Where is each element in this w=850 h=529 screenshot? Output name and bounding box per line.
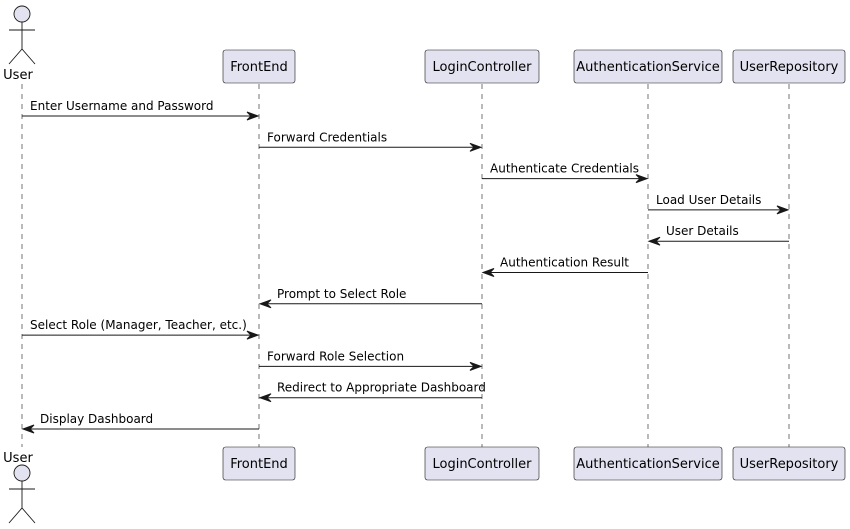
arrowhead-icon [21,424,35,434]
participants-bottom: User FrontEnd LoginController Authenticatio… [3,446,846,524]
message-10: Redirect to Appropriate Dashboard [258,381,486,403]
participant-userrepo-top: UserRepository [732,49,846,84]
participant-label: FrontEnd [230,60,288,75]
participant-userrepo-bottom: UserRepository [732,446,846,481]
actor-leg-left [8,48,23,65]
message-label: Redirect to Appropriate Dashboard [277,381,486,395]
message-label: User Details [666,224,739,238]
actor-leg-right [21,507,36,524]
actor-label: User [3,68,33,83]
participant-box [732,49,846,84]
participant-frontend-top: FrontEnd [222,49,296,84]
participant-label: AuthenticationService [576,60,719,75]
message-9: Forward Role Selection [259,349,483,371]
actor-user-top: User [3,5,36,83]
message-5: User Details [647,224,789,246]
arrowhead-icon [776,205,790,215]
participant-label: LoginController [432,457,532,472]
message-3: Authenticate Credentials [482,162,649,184]
participant-box [732,446,846,481]
participants-top: User FrontEnd LoginController Authenticatio… [3,5,846,84]
participant-box [573,446,723,481]
message-label: Prompt to Select Role [277,287,406,301]
arrowhead-icon [481,268,495,277]
participant-frontend-bottom: FrontEnd [222,446,296,481]
message-label: Select Role (Manager, Teacher, etc.) [30,318,247,332]
actor-label: User [3,451,33,466]
arrowhead-icon [647,236,661,246]
participant-box [424,446,540,481]
message-label: Enter Username and Password [30,99,213,113]
arrowhead-icon [635,174,649,184]
arrowhead-icon [469,361,483,371]
arrowhead-icon [469,142,483,152]
arrowhead-icon [258,393,272,403]
actor-head-icon [13,5,31,23]
message-label: Authentication Result [500,256,629,270]
message-4: Load User Details [648,193,790,215]
message-label: Display Dashboard [40,412,153,426]
actor-leg-right [21,48,36,65]
arrowhead-icon [246,330,260,340]
participant-authservice-top: AuthenticationService [573,49,723,84]
arrowhead-icon [246,111,260,121]
message-1: Enter Username and Password [22,99,260,121]
message-7: Prompt to Select Role [258,287,482,309]
message-6: Authentication Result [481,256,648,277]
message-label: Load User Details [656,193,761,207]
actor-head-icon [13,464,31,482]
participant-label: AuthenticationService [576,457,719,472]
message-11: Display Dashboard [21,412,259,434]
message-label: Forward Credentials [267,130,387,144]
message-2: Forward Credentials [259,130,483,152]
participant-authservice-bottom: AuthenticationService [573,446,723,481]
message-label: Authenticate Credentials [490,162,639,176]
participant-box [222,446,296,481]
participant-logincontroller-top: LoginController [424,49,540,84]
participant-label: UserRepository [740,457,839,472]
participant-box [424,49,540,84]
actor-user-bottom: User [3,451,36,524]
message-label: Forward Role Selection [267,349,404,363]
lifelines [21,84,790,447]
actor-leg-left [8,507,23,524]
message-8: Select Role (Manager, Teacher, etc.) [22,318,260,340]
arrowhead-icon [258,299,272,309]
participant-label: LoginController [432,60,532,75]
participant-box [573,49,723,84]
participant-label: FrontEnd [230,457,288,472]
participant-label: UserRepository [740,60,839,75]
participant-logincontroller-bottom: LoginController [424,446,540,481]
participant-box [222,49,296,84]
